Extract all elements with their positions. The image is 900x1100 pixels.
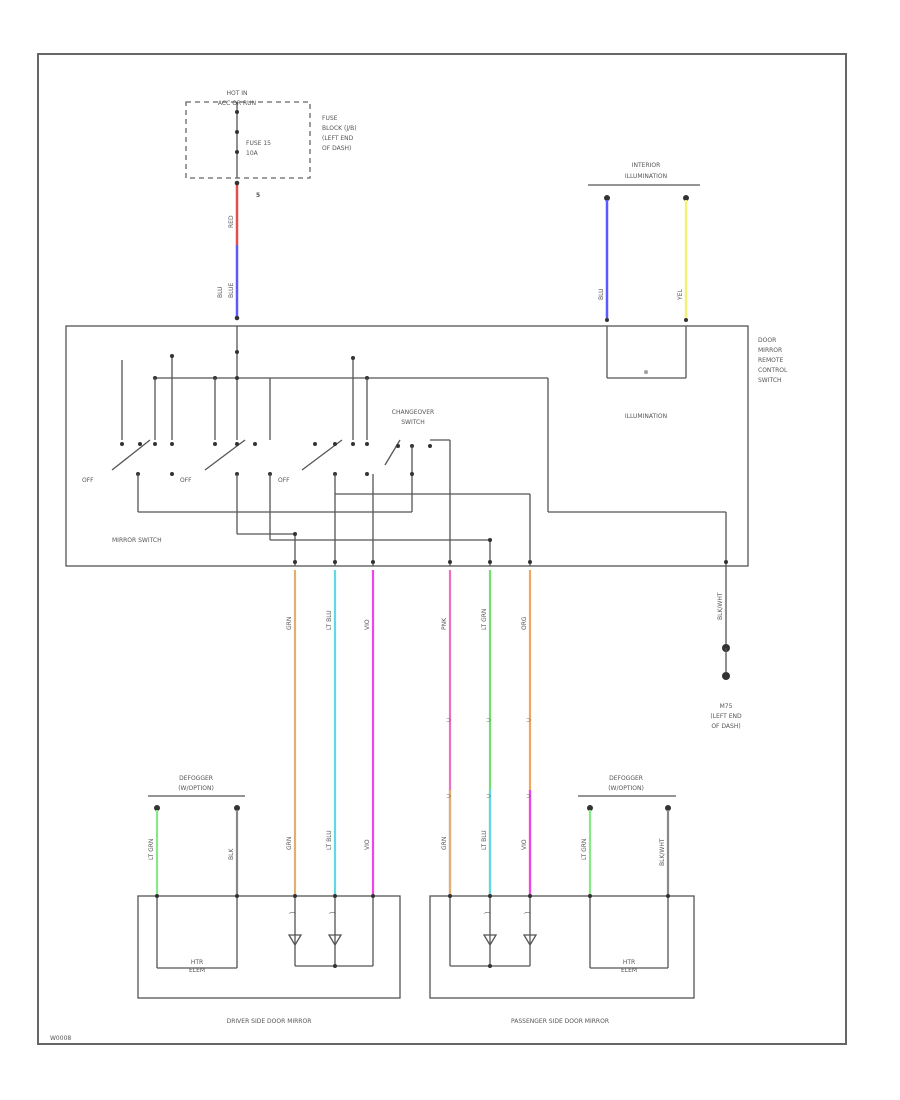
fuse-label: FUSE 15 [246, 140, 271, 147]
w5-label: LT GRN [481, 609, 488, 630]
w6-label-low: VIO [521, 839, 528, 850]
off-label-2: OFF [180, 477, 192, 484]
svg-text:⌒: ⌒ [329, 912, 336, 920]
fuse-block-line3: (LEFT END [322, 135, 354, 142]
fuse-block-line2: BLOCK (J/B) [322, 125, 357, 132]
changeover-line1: CHANGEOVER [392, 409, 434, 416]
defog-driver-r-label: BLK [228, 848, 235, 860]
svg-text:⊃: ⊃ [446, 793, 451, 800]
defogger-driver-line1: DEFOGGER [179, 775, 213, 782]
w4-label-low: GRN [441, 837, 448, 850]
diagram-frame [37, 53, 847, 1045]
passenger-mirror-label: PASSENGER SIDE DOOR MIRROR [511, 1018, 609, 1025]
illum-yel-label: YEL [677, 289, 684, 301]
interior-illum-line2: ILLUMINATION [625, 173, 667, 180]
passenger-mirror-box [429, 895, 695, 999]
interior-illum-line1: INTERIOR [632, 162, 661, 169]
switch-label-2: MIRROR [758, 347, 782, 354]
fuse-block-line4: OF DASH) [322, 145, 351, 152]
svg-text:ELEM: ELEM [189, 967, 205, 974]
defogger-driver-line2: (W/OPTION) [178, 785, 214, 792]
w2-label: LT BLU [326, 610, 333, 630]
off-label-3: OFF [278, 477, 290, 484]
svg-text:⊃: ⊃ [526, 793, 531, 800]
w1-label: GRN [286, 617, 293, 630]
gnd-wire-label: BLK/WHT [717, 592, 724, 620]
switch-label-3: REMOTE [758, 357, 784, 364]
w3-label: VIO [364, 619, 371, 630]
w1-label-low: GRN [286, 837, 293, 850]
svg-text:⊃: ⊃ [486, 793, 491, 800]
defog-pass-l-label: LT GRN [581, 839, 588, 860]
svg-text:⊃: ⊃ [526, 717, 531, 724]
svg-text:⌒: ⌒ [524, 912, 531, 920]
ground-label-1: M75 [720, 703, 733, 710]
illum-blu-label: BLU [598, 288, 605, 300]
ground-label-2: (LEFT END [710, 713, 742, 720]
w2-label-low: LT BLU [326, 830, 333, 850]
defog-pass-r-label: BLK/WHT [659, 838, 666, 866]
defogger-pass-line1: DEFOGGER [609, 775, 643, 782]
driver-heater-label: HTR [191, 959, 203, 966]
svg-text:5: 5 [256, 192, 260, 199]
switch-label-5: SWITCH [758, 377, 782, 384]
fuse-amp-label: 10A [246, 150, 259, 157]
w3-label-low: VIO [364, 839, 371, 850]
door-mirror-switch-box [65, 325, 749, 567]
driver-mirror-label: DRIVER SIDE DOOR MIRROR [227, 1018, 312, 1025]
hot-in-label: HOT IN [226, 90, 247, 97]
mirror-switch-label: MIRROR SWITCH [112, 537, 162, 544]
feed-blue-label: BLUE [228, 282, 235, 298]
svg-text:ELEM: ELEM [621, 967, 637, 974]
driver-mirror-box [137, 895, 401, 999]
svg-text:⊃: ⊃ [446, 717, 451, 724]
feed-red-label: RED [228, 215, 235, 228]
svg-text:⌒: ⌒ [484, 912, 491, 920]
passenger-heater-label: HTR [623, 959, 635, 966]
svg-text:⌒: ⌒ [289, 912, 296, 920]
changeover-line2: SWITCH [401, 419, 425, 426]
illumination-label: ILLUMINATION [625, 413, 667, 420]
switch-label-4: CONTROL [758, 367, 788, 374]
off-label-1: OFF [82, 477, 94, 484]
feed-blu-label: BLU [217, 286, 224, 298]
w6-label: ORG [521, 616, 528, 630]
w4-label: PNK [441, 617, 448, 630]
svg-text:⊃: ⊃ [486, 717, 491, 724]
defogger-pass-line2: (W/OPTION) [608, 785, 644, 792]
fuse-block-line1: FUSE [322, 115, 338, 122]
footer-code: W0008 [50, 1035, 71, 1042]
fuse-block-dashed-box [185, 101, 311, 179]
svg-text:⊗: ⊗ [643, 369, 648, 376]
w5-label-low: LT BLU [481, 830, 488, 850]
switch-label-1: DOOR [758, 337, 776, 344]
ground-label-3: OF DASH) [711, 723, 740, 730]
defog-driver-l-label: LT GRN [148, 839, 155, 860]
